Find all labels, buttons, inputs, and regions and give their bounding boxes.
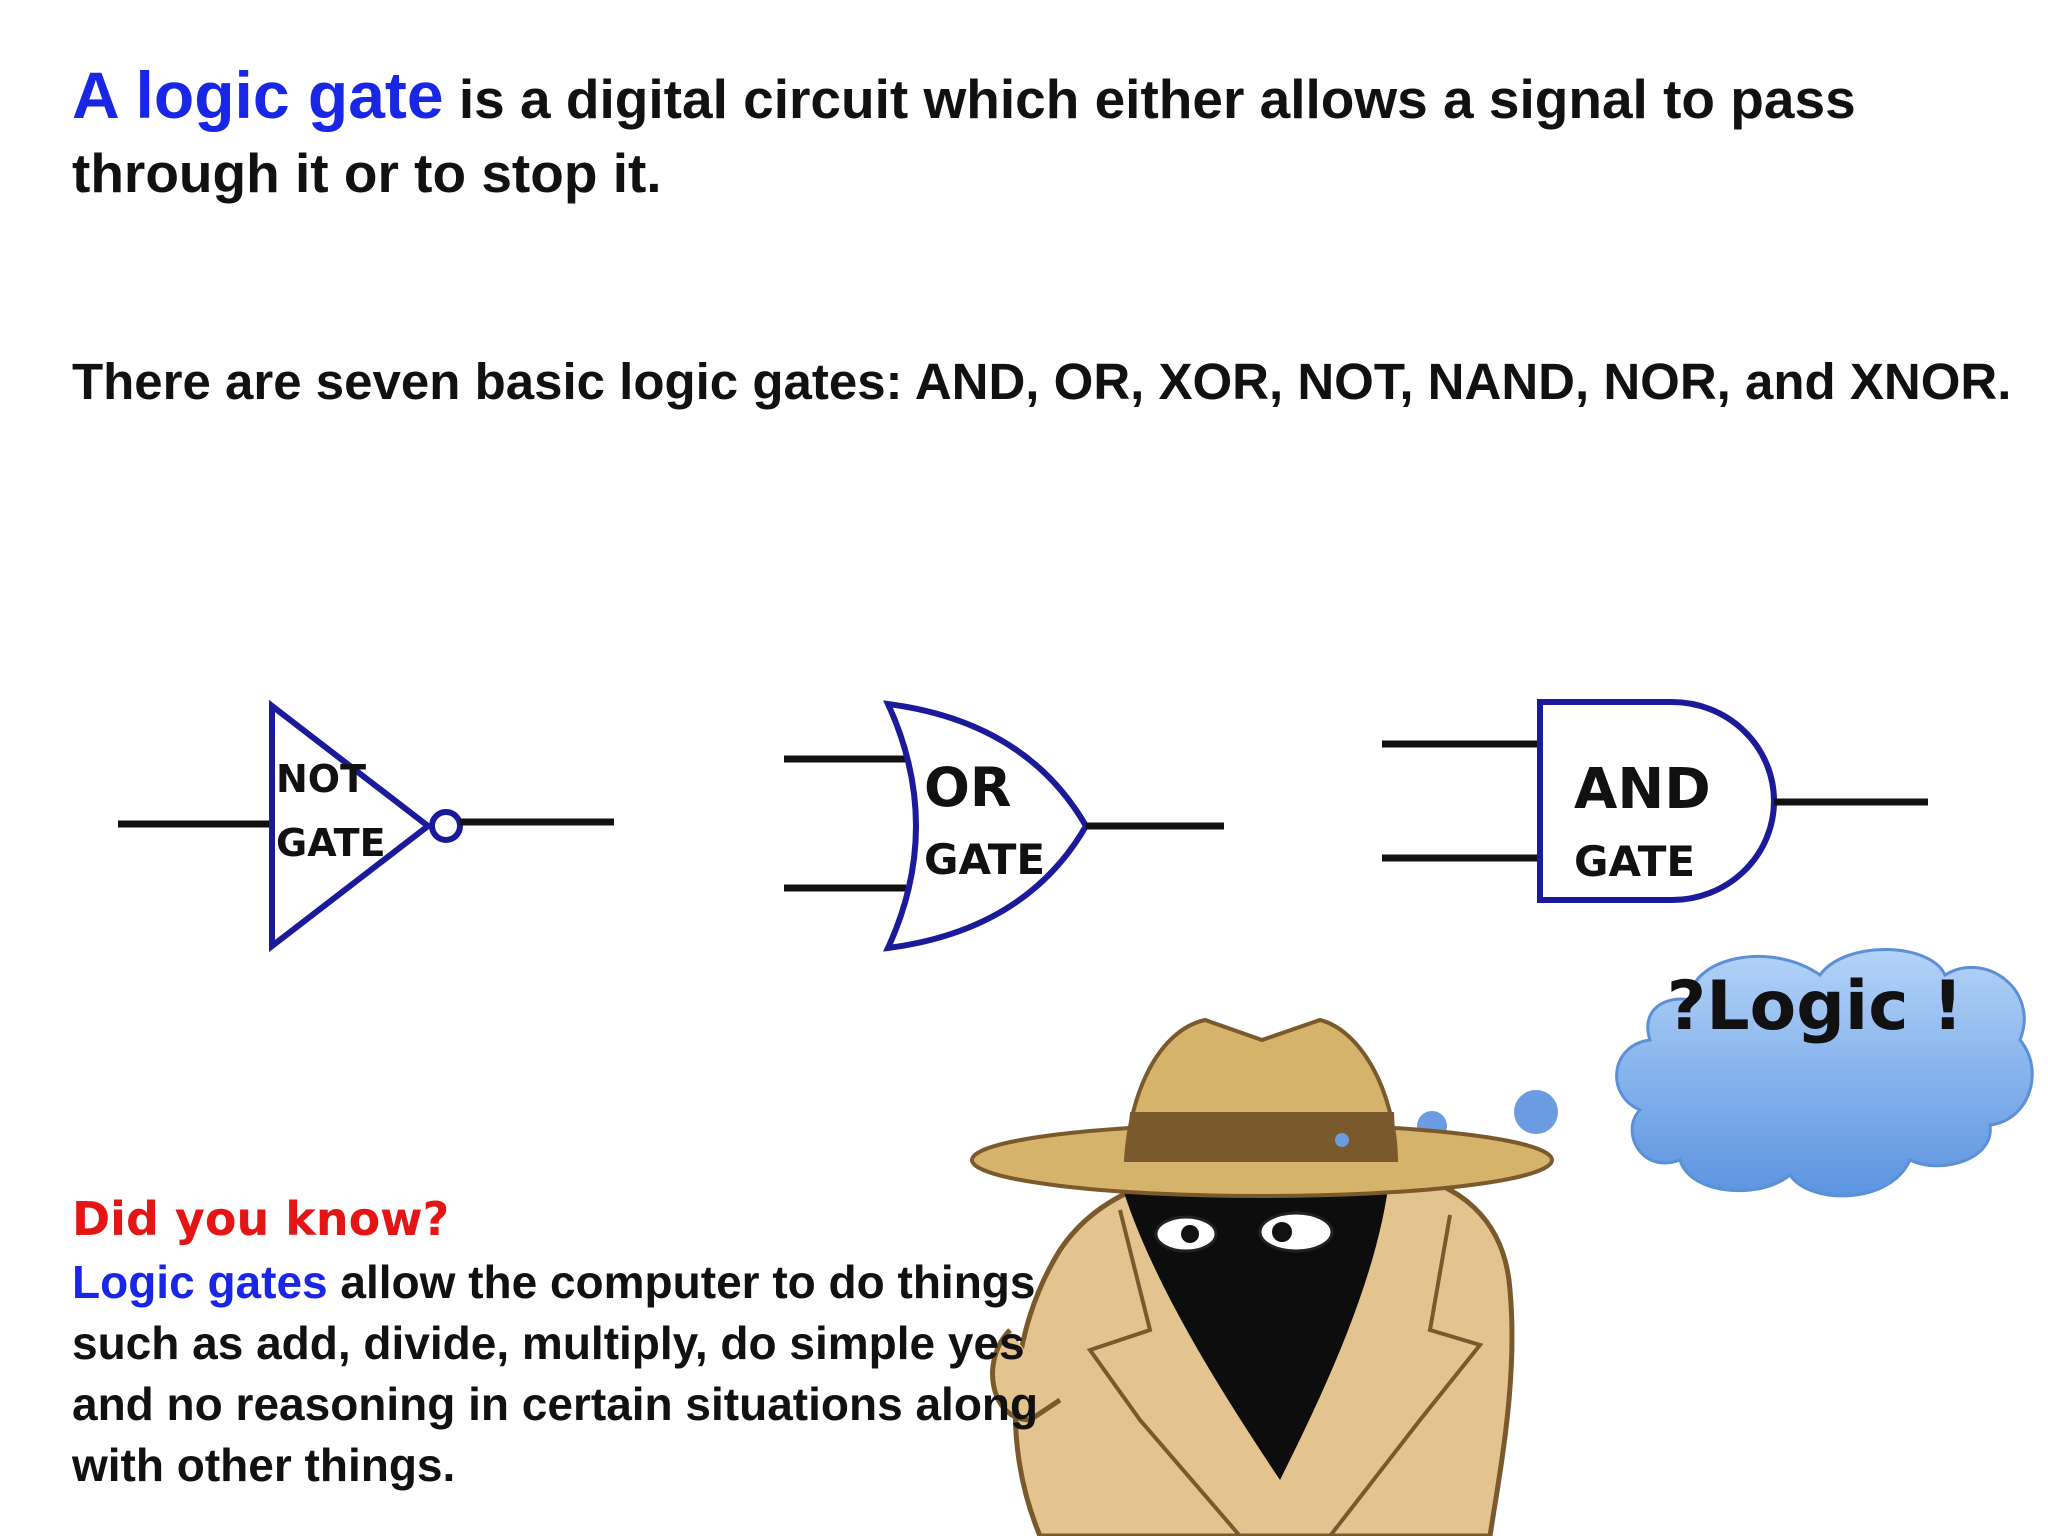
intro-paragraph: A logic gate is a digital circuit which … [72, 58, 1972, 210]
not-gate-symbol: NOT GATE [118, 699, 614, 953]
or-gate-symbol: OR GATE [784, 700, 1224, 952]
or-gate-label-line1: OR [924, 756, 1012, 819]
spy-detective-icon [970, 1017, 1554, 1536]
basic-gates-sentence: There are seven basic logic gates: AND, … [72, 353, 2012, 410]
intro-text: is a digital circuit which either allows… [72, 68, 1856, 204]
did-you-know-highlight: Logic gates [72, 1256, 328, 1308]
intro-highlight: A logic gate [72, 58, 444, 132]
and-gate-label-line2: GATE [1574, 837, 1695, 886]
did-you-know-heading: Did you know? [72, 1192, 450, 1246]
not-gate-label-line2: GATE [276, 821, 386, 865]
and-gate-symbol: AND GATE [1382, 699, 1928, 903]
not-gate-label-line1: NOT [276, 757, 366, 801]
did-you-know-body: Logic gates allow the computer to do thi… [72, 1252, 1082, 1496]
thought-bubble-text: ?Logic ! [1666, 967, 1964, 1046]
did-you-know-text: allow the computer to do things such as … [72, 1256, 1039, 1491]
or-gate-label-line2: GATE [924, 835, 1045, 884]
and-gate-label-line1: AND [1574, 757, 1711, 822]
